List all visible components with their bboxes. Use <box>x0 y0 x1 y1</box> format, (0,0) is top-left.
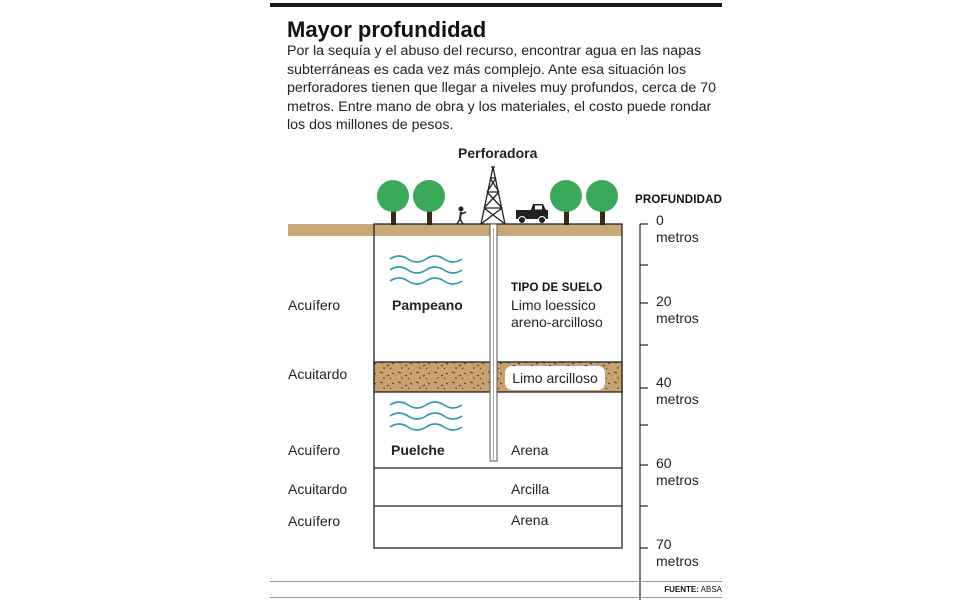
truck-icon <box>516 204 548 224</box>
depth-value: 0 <box>656 212 664 228</box>
soil-type-label: areno-arcilloso <box>511 314 603 330</box>
depth-value: 40 <box>656 374 672 390</box>
tree-icon <box>586 180 618 225</box>
source-credit: FUENTE: ABSA <box>664 585 722 594</box>
soil-type-label: Arena <box>511 512 549 528</box>
tree-icon <box>550 180 582 225</box>
soil-type-header: TIPO DE SUELO <box>511 282 603 294</box>
water-waves-icon <box>389 255 463 285</box>
depth-unit: metros <box>656 391 699 407</box>
layer-kind-label: Acuitardo <box>288 481 348 497</box>
worker-icon <box>456 206 467 225</box>
layer-kind-label: Acuífero <box>288 513 341 529</box>
layer-kind-label: Acuitardo <box>288 366 348 382</box>
soil-type-label: Arcilla <box>511 481 550 497</box>
depth-unit: metros <box>656 229 699 245</box>
depth-label: 40 metros <box>656 374 699 408</box>
tree-icon <box>413 180 445 225</box>
source-value: ABSA <box>700 585 722 594</box>
page-title: Mayor profundidad <box>287 17 487 42</box>
depth-unit: metros <box>656 553 699 569</box>
soil-type-label: Arena <box>511 442 549 458</box>
drill-rig-icon <box>480 166 506 225</box>
intro-text: Por la sequía y el abuso del recurso, en… <box>287 43 717 134</box>
depth-unit: metros <box>656 472 699 488</box>
depth-unit: metros <box>656 310 699 326</box>
footer-rule <box>270 597 722 598</box>
aquifer-name: Puelche <box>391 442 445 458</box>
depth-value: 60 <box>656 455 672 471</box>
depth-header: PROFUNDIDAD <box>635 194 723 206</box>
top-rule <box>270 3 722 7</box>
drill-label: Perforadora <box>458 145 538 161</box>
soil-type-label: Limo loessico <box>511 297 596 313</box>
footer-rule <box>270 581 722 582</box>
depth-scale <box>639 223 648 600</box>
source-label: FUENTE: <box>664 585 699 594</box>
depth-value: 20 <box>656 293 672 309</box>
depth-label: 60 metros <box>656 455 699 489</box>
layer-kind-label: Acuífero <box>288 297 341 313</box>
soil-type-label: Limo arcilloso <box>505 366 605 390</box>
depth-label: 0 metros <box>656 212 699 246</box>
layer-kind-label: Acuífero <box>288 442 341 458</box>
aquifer-name: Pampeano <box>392 297 463 313</box>
water-waves-icon <box>389 401 463 431</box>
ground-surface <box>288 224 622 236</box>
depth-label: 70 metros <box>656 536 699 570</box>
tree-icon <box>377 180 409 225</box>
depth-value: 70 <box>656 536 672 552</box>
depth-label: 20 metros <box>656 293 699 327</box>
